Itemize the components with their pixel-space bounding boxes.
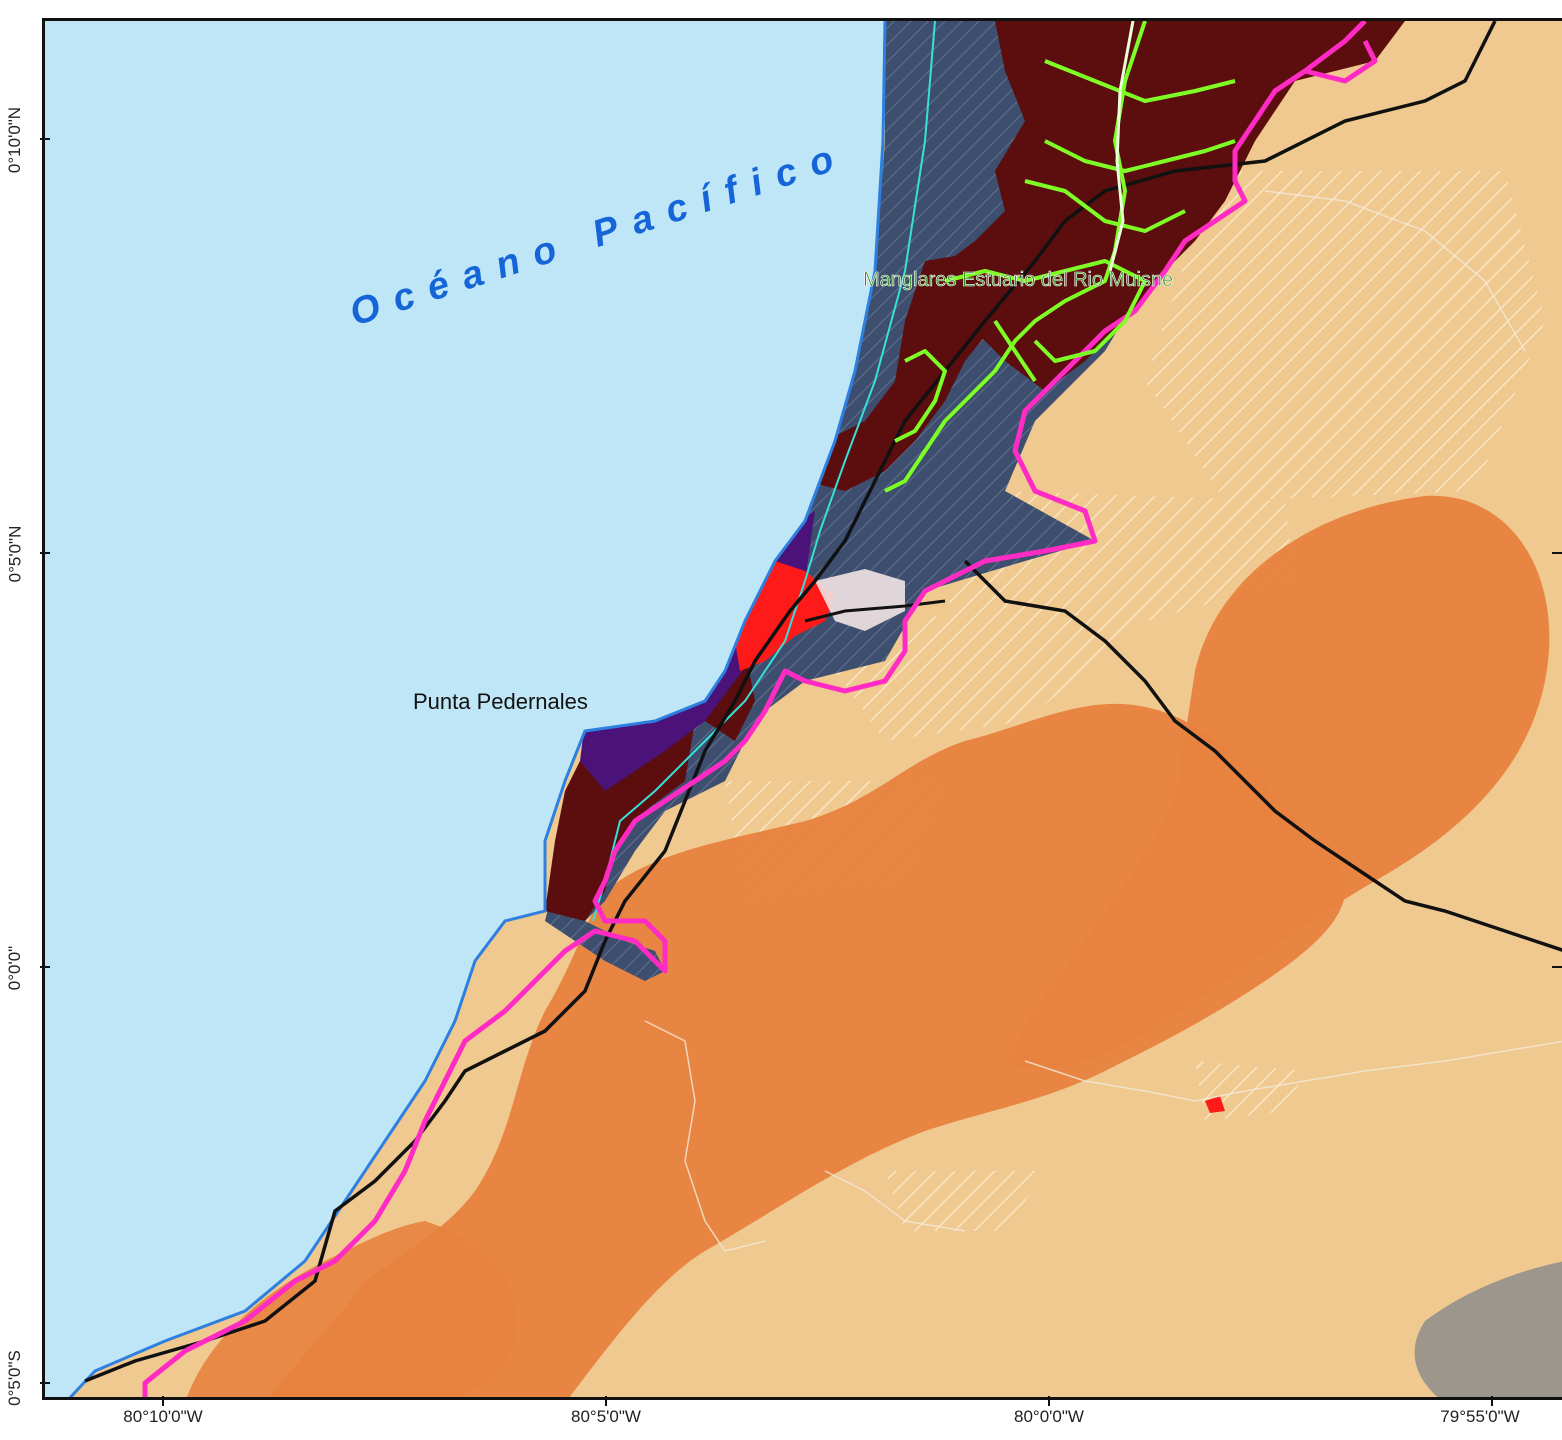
tick-mark-lat-1: [40, 138, 50, 140]
lat-label-2: 0°5'0"N: [5, 525, 25, 583]
mangrove-outline-inner: [1108, 21, 1135, 272]
mangrove-mid: [805, 251, 1005, 491]
river-white: [644, 190, 1562, 1252]
lon-label-1: 80°10'0"W: [123, 1407, 203, 1426]
tick-mark-lat-right-3: [1552, 966, 1562, 968]
hatched-zone: [725, 171, 1545, 1231]
tick-mark-lat-3: [40, 966, 50, 968]
map-frame: Océano Pacífico Punta Pedernales Manglar…: [42, 18, 1562, 1400]
lat-label-4: 0°5'0"S: [5, 1350, 24, 1406]
ocean[interactable]: [45, 21, 885, 1400]
urban-area-white: [815, 569, 905, 631]
relief-patch: [1414, 1261, 1562, 1397]
tick-mark-lon-2: [605, 1396, 607, 1406]
lat-label-3: 0°0'0": [5, 945, 25, 991]
place-label: Punta Pedernales: [413, 689, 588, 714]
lon-label-3: 80°0'0"W: [1014, 1407, 1084, 1426]
lat-label-1: 0°10'0"N: [5, 106, 24, 174]
tick-mark-lon-4: [1491, 1396, 1493, 1406]
coastline: [68, 21, 887, 1397]
road-spur: [804, 599, 946, 623]
area-label: Manglares Estuario del Rio Muisne: [863, 269, 1173, 291]
lon-label-2: 80°5'0"W: [571, 1407, 641, 1426]
lon-label-4: 79°55'0"W: [1440, 1407, 1520, 1426]
orange-zone-main: [269, 703, 1346, 1397]
tick-mark-lat-4: [40, 1382, 50, 1384]
tick-mark-lat-2: [40, 552, 50, 554]
mangrove-north: [935, 21, 1405, 391]
tick-mark-lat-right-2: [1552, 552, 1562, 554]
orange-zone-south: [187, 1221, 517, 1397]
road-main: [84, 21, 1497, 1383]
road-east: [963, 559, 1562, 952]
urban-spot: [1205, 1096, 1225, 1113]
map-canvas[interactable]: Océano Pacífico Punta Pedernales Manglar…: [45, 21, 1562, 1400]
mangrove-outline: [884, 21, 1236, 493]
tick-mark-lon-3: [1048, 1396, 1050, 1406]
river-line: [592, 21, 936, 922]
tick-mark-lon-1: [162, 1396, 164, 1406]
